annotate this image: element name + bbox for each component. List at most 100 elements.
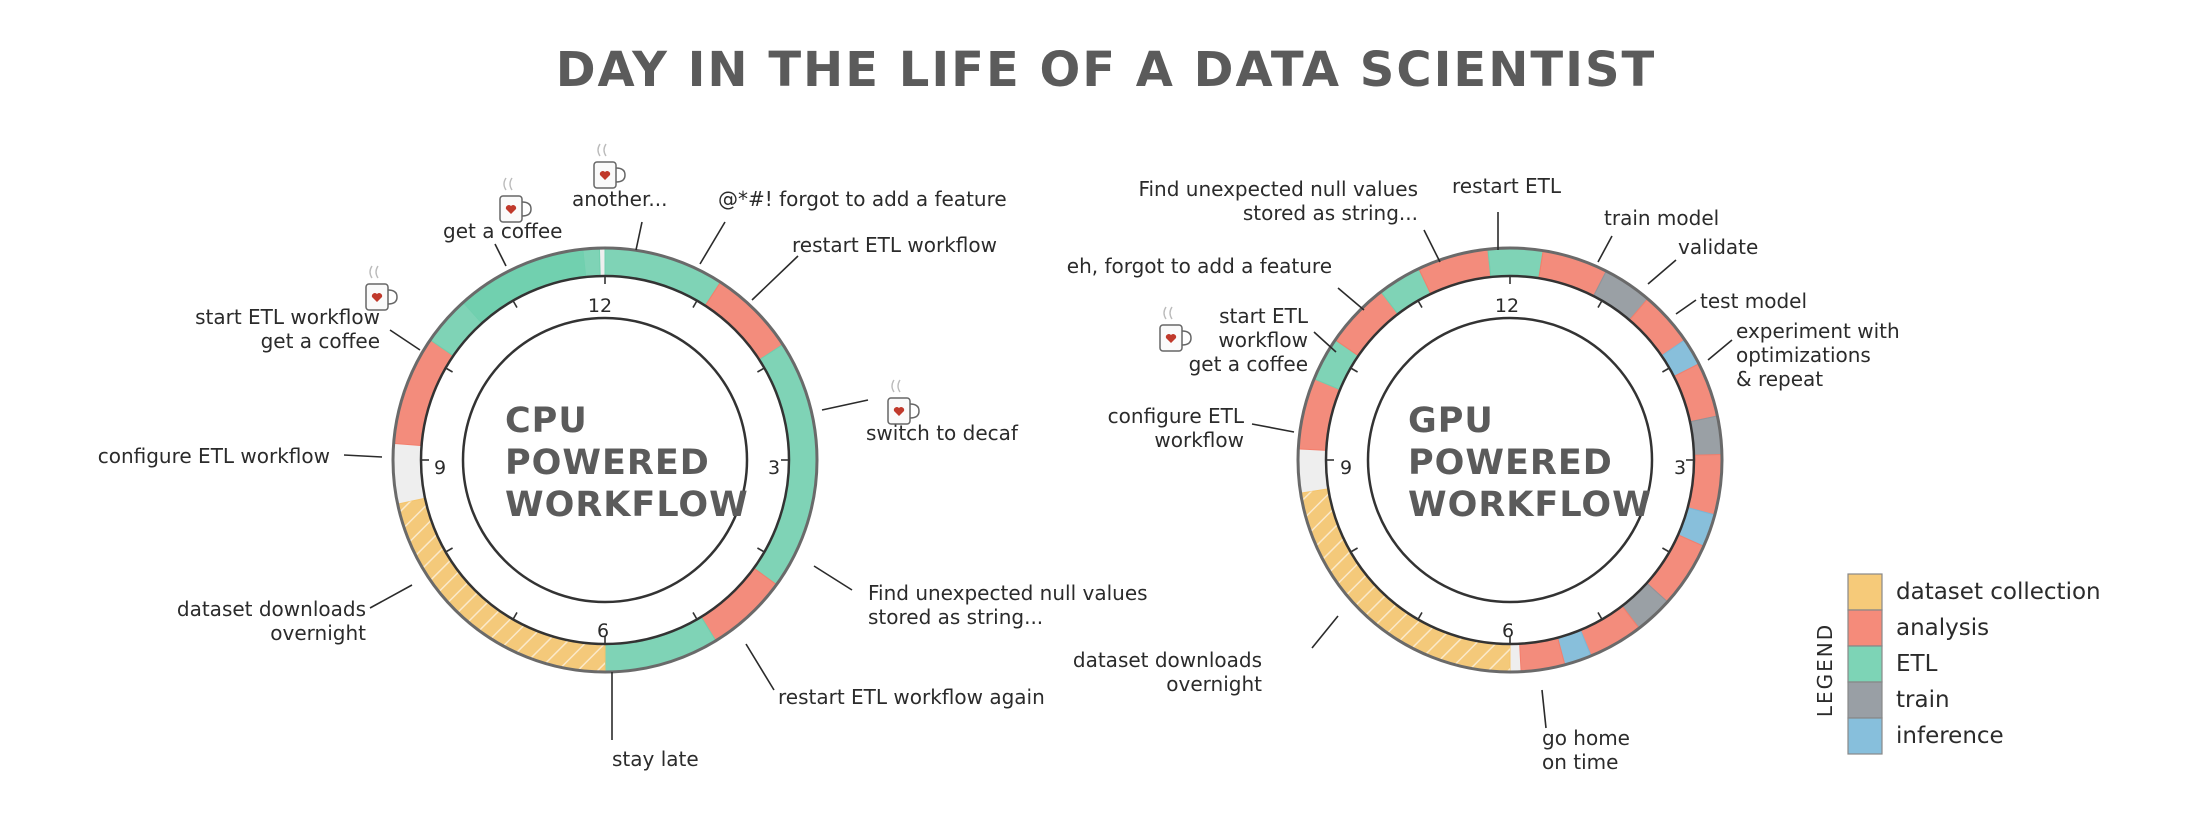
cpu-leader-line [745, 643, 775, 691]
cpu-annotation-text: dataset downloads [177, 597, 366, 621]
cpu-hour-label-6: 6 [597, 620, 609, 642]
gpu-annotation-text: stored as string... [1243, 201, 1418, 225]
gpu-annotation-text: Find unexpected null values [1138, 177, 1418, 201]
gpu-annotation-restart-etl: restart ETL [1452, 174, 1562, 250]
cpu-leader-line [369, 584, 413, 609]
cpu-hour-tick [692, 300, 698, 308]
gpu-leader-line [1647, 259, 1677, 285]
legend-title: LEGEND [1813, 623, 1837, 717]
gpu-hour-tick [1417, 612, 1423, 620]
cpu-leader-line [635, 221, 643, 251]
coffee-cup-icon [887, 379, 920, 425]
cpu-leader-line [389, 329, 421, 351]
legend-swatch-train [1847, 681, 1883, 719]
legend-label-inference: inference [1896, 723, 2004, 749]
gpu-leader-line [1707, 339, 1733, 361]
cpu-hour-tick [757, 367, 765, 373]
cpu-annotation-text: stay late [612, 747, 699, 771]
gpu-annotation-eh-forgot-to-add-a-feature: eh, forgot to add a feature [1067, 254, 1365, 311]
gpu-leader-line [1311, 615, 1339, 649]
cpu-center-title-line: POWERED [505, 443, 710, 483]
gpu-leader-line [1597, 235, 1613, 263]
gpu-annotation-text: train model [1604, 206, 1719, 230]
cpu-leader-line [751, 255, 799, 301]
cpu-annotation-text: restart ETL workflow again [778, 685, 1045, 709]
gpu-annotation-text: configure ETL [1108, 404, 1245, 428]
gpu-leader-line [1313, 331, 1337, 353]
cpu-leader-line [343, 454, 383, 458]
cpu-annotation-text: Find unexpected null values [868, 581, 1148, 605]
gpu-center-title-line: POWERED [1408, 443, 1613, 483]
cpu-hour-label-3: 3 [768, 457, 780, 479]
cpu-hour-tick [692, 612, 698, 620]
cpu-annotation-forgot-to-add-a-feature: @*#! forgot to add a feature [699, 187, 1007, 265]
gpu-annotation-text: optimizations [1736, 343, 1871, 367]
cpu-annotation-text: stored as string... [868, 605, 1043, 629]
cpu-segment-etl [429, 247, 601, 357]
gpu-annotation-text: & repeat [1736, 367, 1823, 391]
cpu-hour-tick [445, 547, 453, 553]
legend-swatch-dataset-collection [1847, 573, 1883, 611]
cpu-annotation-text: get a coffee [261, 329, 380, 353]
gpu-leader-line [1675, 299, 1697, 315]
gpu-annotation-text: eh, forgot to add a feature [1067, 254, 1332, 278]
legend-label-analysis: analysis [1896, 615, 1989, 641]
cpu-segment-hatch [397, 498, 605, 672]
gpu-center-title-line: WORKFLOW [1408, 485, 1652, 525]
cpu-center-title-line: WORKFLOW [505, 485, 749, 525]
cpu-hour-tick [757, 547, 765, 553]
legend-label-dataset-collection: dataset collection [1896, 579, 2101, 605]
gpu-annotation-validate: validate [1647, 235, 1758, 285]
cpu-annotation-text: switch to decaf [866, 421, 1019, 445]
coffee-cup-icon [1159, 306, 1192, 352]
legend-label-train: train [1896, 687, 1950, 713]
cpu-annotation-text: @*#! forgot to add a feature [718, 187, 1007, 211]
legend-swatch-analysis [1847, 609, 1883, 647]
gpu-hour-tick [1597, 300, 1603, 308]
gpu-leader-line [1423, 229, 1441, 263]
cpu-leader-line [813, 565, 853, 591]
legend-swatch-etl [1847, 645, 1883, 683]
legend-swatch-inference [1847, 717, 1883, 755]
cpu-leader-line [821, 399, 869, 411]
gpu-hour-tick [1662, 367, 1670, 373]
gpu-hour-tick [1662, 547, 1670, 553]
cpu-hour-label-12: 12 [588, 295, 612, 317]
gpu-annotation-text: test model [1700, 289, 1807, 313]
gpu-hour-label-6: 6 [1502, 620, 1514, 642]
gpu-hour-tick [1417, 300, 1423, 308]
gpu-hour-tick [1350, 547, 1358, 553]
gpu-hour-label-9: 9 [1340, 457, 1352, 479]
cpu-leader-line [494, 243, 507, 267]
gpu-core-circle [1366, 316, 1654, 604]
gpu-annotation-text: start ETL [1219, 304, 1309, 328]
gpu-annotation-text: on time [1542, 750, 1618, 774]
cpu-annotation-another: another... [572, 143, 667, 251]
gpu-hour-tick [1350, 367, 1358, 373]
legend-label-etl: ETL [1896, 651, 1938, 677]
gpu-annotation-text: workflow [1218, 328, 1308, 352]
gpu-hour-tick [1597, 612, 1603, 620]
cpu-annotation-text: overnight [270, 621, 366, 645]
gpu-annotation-train-model: train model [1597, 206, 1719, 263]
cpu-segment-analysis [700, 567, 778, 642]
cpu-annotation-restart-etl-workflow-again: restart ETL workflow again [745, 643, 1045, 709]
gpu-annotation-text: restart ETL [1452, 174, 1562, 198]
cpu-ring-outer [391, 246, 819, 674]
cpu-annotation-switch-to-decaf: switch to decaf [821, 379, 1019, 445]
cpu-hour-tick [512, 300, 518, 308]
gpu-segment-analysis [1297, 378, 1341, 451]
cpu-segment-etl [753, 343, 818, 586]
